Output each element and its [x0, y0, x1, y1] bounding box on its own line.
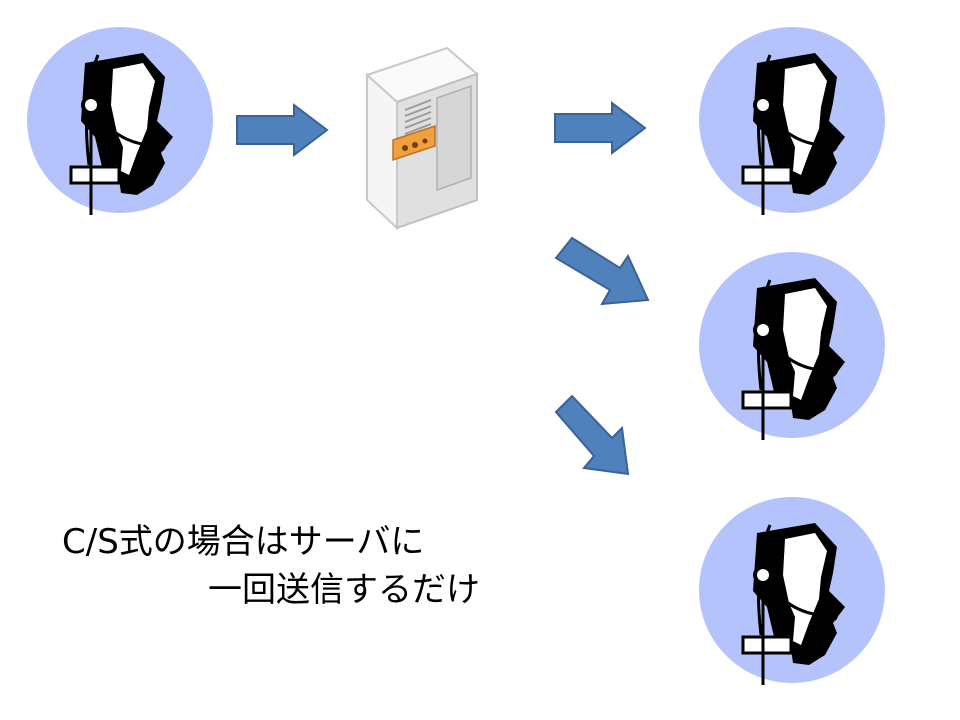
- caption-line-2: 一回送信するだけ: [208, 570, 480, 610]
- person-figure: [27, 27, 213, 215]
- sender-person-icon: [27, 27, 213, 215]
- arrow-server-to-receiver-1: [554, 100, 647, 156]
- arrow-server-to-receiver-3: [554, 394, 630, 476]
- arrow-server-to-receiver-2: [554, 236, 650, 306]
- arrow-sender-to-server: [236, 102, 329, 158]
- receiver-person-2-icon: [699, 252, 885, 440]
- caption-text: C/S式の場合はサーバに 一回送信するだけ: [62, 518, 582, 614]
- receiver-person-1-icon: [699, 27, 885, 215]
- caption-line-1: C/S式の場合はサーバに: [62, 522, 425, 562]
- server-tower-icon: [365, 46, 479, 230]
- receiver-person-3-icon: [699, 497, 885, 685]
